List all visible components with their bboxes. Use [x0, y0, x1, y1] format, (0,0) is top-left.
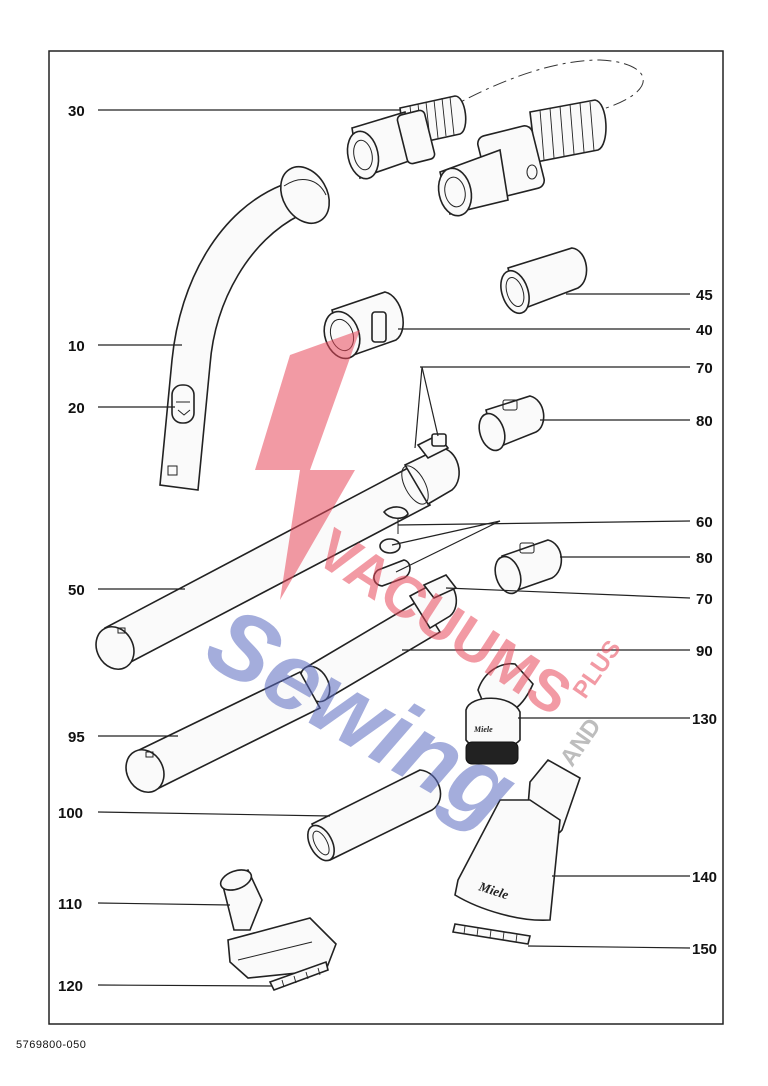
part-80-coupling-lower — [494, 539, 563, 595]
callout-100: 100 — [58, 805, 83, 822]
part-110-upholstery-tool — [219, 868, 337, 979]
brush-brand-logo: Miele — [473, 725, 493, 734]
callout-130: 130 — [692, 711, 717, 728]
part-150-brush-strip — [452, 923, 531, 945]
part-45-sleeve — [500, 247, 588, 315]
callout-70-upper: 70 — [696, 360, 713, 377]
part-50-telescopic-tube — [95, 447, 460, 670]
callout-150: 150 — [692, 941, 717, 958]
part-100-crevice-tool — [307, 769, 442, 862]
watermark-v-shape — [255, 330, 360, 600]
part-10-curved-handle — [159, 165, 331, 491]
part-120-brush-strip — [268, 960, 329, 991]
watermark-suffix-and: AND — [555, 713, 607, 771]
part-70-tube-button-upper — [416, 433, 450, 460]
callout-80-upper: 80 — [696, 413, 713, 430]
part-30-hose-connector-swivel — [437, 99, 607, 217]
callout-90: 90 — [696, 643, 713, 660]
leader-lines — [97, 109, 691, 987]
callout-45: 45 — [696, 287, 713, 304]
callout-95: 95 — [68, 729, 85, 746]
callout-10: 10 — [68, 338, 85, 355]
part-30-hose-connector — [346, 95, 467, 180]
part-130-dusting-brush: Miele — [465, 663, 534, 765]
drawing-number: 5769800-050 — [16, 1039, 87, 1051]
callout-120: 120 — [58, 978, 83, 995]
callout-20: 20 — [68, 400, 85, 417]
callout-50: 50 — [68, 582, 85, 599]
callout-70-lower: 70 — [696, 591, 713, 608]
hose-path-dashline — [354, 59, 644, 171]
callout-labels: 30 10 20 45 40 70 80 60 50 80 70 90 130 … — [58, 103, 717, 995]
callout-30: 30 — [68, 103, 85, 120]
callout-140: 140 — [692, 869, 717, 886]
callout-80-lower: 80 — [696, 550, 713, 567]
diagram-frame — [48, 50, 724, 1025]
callout-60: 60 — [696, 514, 713, 531]
callout-40: 40 — [696, 322, 713, 339]
part-20-air-slider — [171, 384, 195, 424]
part-140-upholstery-nozzle: Miele — [454, 758, 581, 922]
part-60-spring-pin — [373, 506, 411, 587]
part-80-coupling-upper — [478, 395, 545, 452]
part-95-lower-tube — [125, 670, 322, 793]
callout-110: 110 — [58, 896, 82, 913]
